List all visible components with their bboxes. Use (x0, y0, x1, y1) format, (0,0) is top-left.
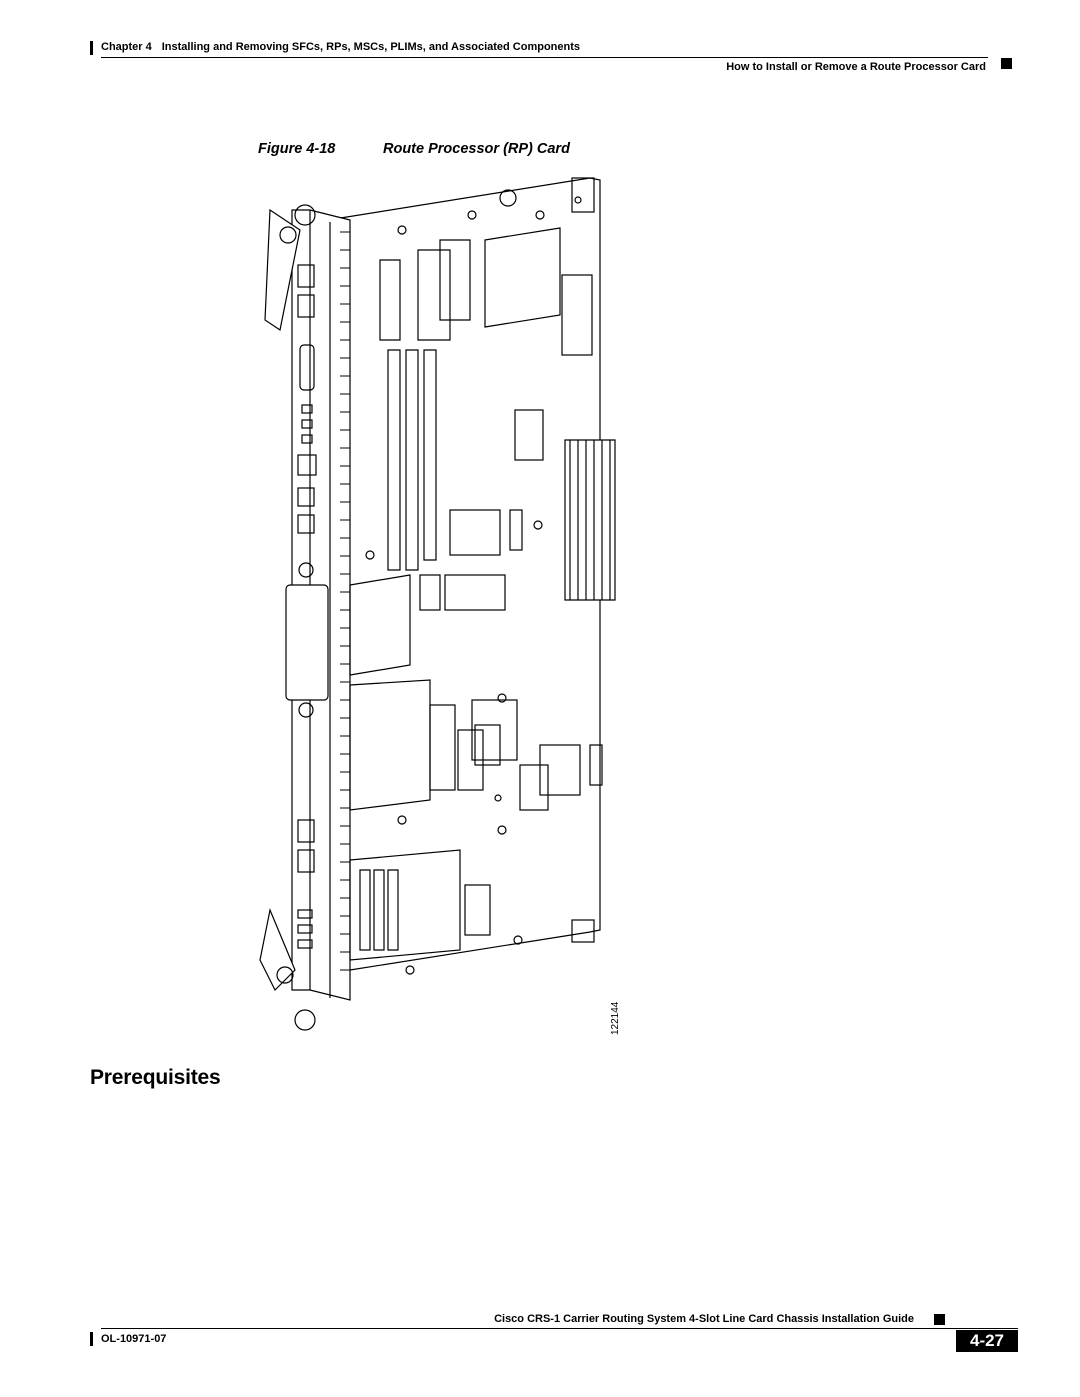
footer-doc-number: OL-10971-07 (101, 1333, 167, 1345)
header-rule (101, 57, 988, 58)
chapter-title: Installing and Removing SFCs, RPs, MSCs,… (161, 41, 581, 53)
figure-art-id: 122144 (610, 1001, 621, 1035)
chapter-label: Chapter 4 (101, 41, 152, 53)
footer-book-title: Cisco CRS-1 Carrier Routing System 4-Slo… (494, 1313, 914, 1325)
header-marker (1001, 58, 1012, 69)
figure-caption: Figure 4-18 Route Processor (RP) Card (258, 141, 570, 157)
route-processor-card-illustration (259, 177, 616, 1031)
section-heading: Prerequisites (90, 1066, 221, 1089)
footer-marker (934, 1314, 945, 1325)
figure-title: Route Processor (RP) Card (383, 141, 570, 157)
figure-label: Figure 4-18 (258, 141, 336, 157)
running-header-chapter: Chapter 4 Installing and Removing SFCs, R… (101, 41, 580, 53)
footer-rule (101, 1328, 1018, 1329)
footer-bar (90, 1332, 93, 1346)
header-bar (90, 41, 93, 55)
running-header-section: How to Install or Remove a Route Process… (726, 61, 986, 73)
page-number: 4-27 (956, 1330, 1018, 1352)
